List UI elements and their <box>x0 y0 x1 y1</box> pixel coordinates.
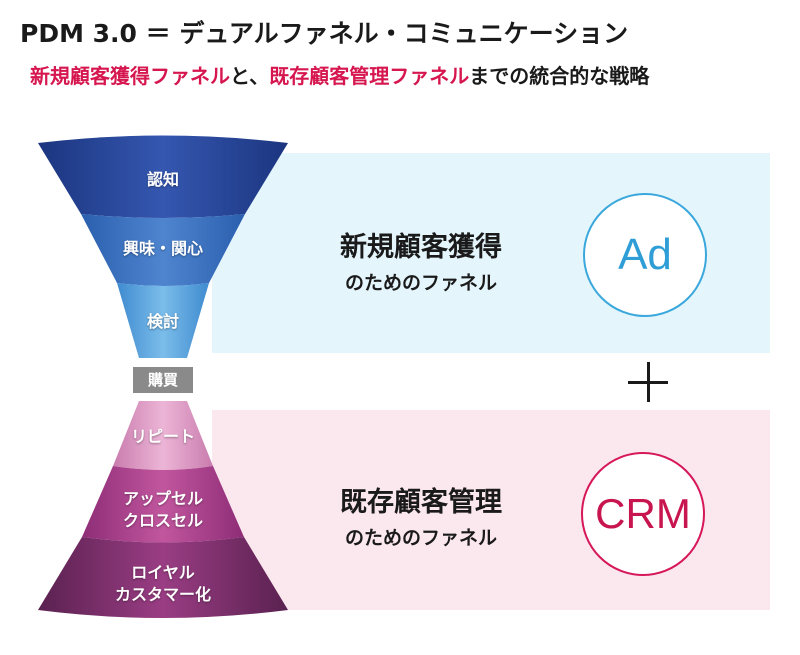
stage-label-crosssell-line2: クロスセル <box>122 511 203 530</box>
retention-subtitle: のためのファネル <box>344 527 497 549</box>
subtitle-connector: と、 <box>230 64 270 88</box>
subtitle-tail: までの統合的な戦略 <box>469 64 650 88</box>
stage-label-loyalty-line2: カスタマー化 <box>114 585 211 604</box>
funnel-stage-consideration <box>117 283 209 358</box>
funnel-stage-interest <box>81 214 245 286</box>
retention-title: 既存顧客管理 <box>340 487 502 518</box>
stage-label-loyalty: ロイヤル カスタマー化 <box>83 562 243 606</box>
stage-label-awareness: 認知 <box>146 170 179 189</box>
acquisition-subtitle: のためのファネル <box>344 272 497 294</box>
acquisition-heading: 新規顧客獲得 のためのファネル <box>340 225 502 295</box>
stage-label-consideration: 検討 <box>146 312 179 331</box>
funnel-stage-upsell <box>82 466 244 543</box>
stage-label-interest: 興味・関心 <box>122 239 203 258</box>
stage-label-upsell: アップセル クロスセル <box>93 488 233 532</box>
ad-badge: Ad <box>583 193 707 317</box>
plus-icon <box>628 362 668 402</box>
crm-badge: CRM <box>581 452 705 576</box>
retention-heading: 既存顧客管理 のためのファネル <box>340 480 502 550</box>
page-title: PDM 3.0 ＝ デュアルファネル・コミュニケーション <box>20 19 629 48</box>
funnel-stage-loyalty <box>38 537 288 618</box>
subtitle-retention: 既存顧客管理ファネル <box>269 64 470 88</box>
purchase-box <box>133 367 193 393</box>
acquisition-title: 新規顧客獲得 <box>340 232 502 263</box>
page-subtitle: 新規顧客獲得ファネルと、既存顧客管理ファネルまでの統合的な戦略 <box>30 60 649 89</box>
stage-label-loyalty-line1: ロイヤル <box>131 563 195 582</box>
purchase-label: 購買 <box>147 371 178 389</box>
subtitle-acquisition: 新規顧客獲得ファネル <box>30 64 230 88</box>
stage-label-upsell-line1: アップセル <box>122 489 203 508</box>
funnel-stage-repeat <box>113 401 213 470</box>
funnel-stage-awareness <box>38 135 288 218</box>
stage-label-repeat: リピート <box>130 427 195 446</box>
